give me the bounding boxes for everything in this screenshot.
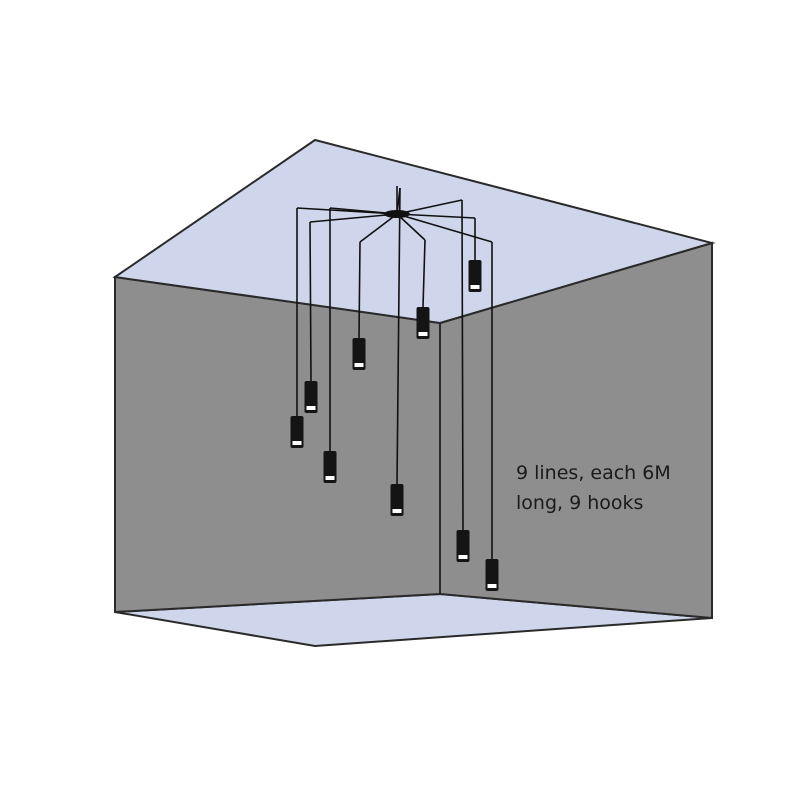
annotation-line-2: long, 9 hooks (516, 492, 644, 514)
lamp-light-icon (418, 332, 428, 336)
pendant-cord (422, 239, 426, 308)
annotation-line-1: 9 lines, each 6M (516, 462, 671, 484)
room-left-wall (114, 275, 441, 614)
pendant-cord (396, 187, 401, 485)
fixture-arm (309, 213, 398, 223)
lamp-light-icon (470, 285, 480, 289)
lamp-light-icon (354, 363, 364, 367)
pendant-lamp-icon (290, 416, 304, 448)
pendant-fixture (290, 186, 499, 591)
annotation-text: 9 lines, each 6M long, 9 hooks (516, 458, 756, 518)
pendant-lamp-icon (485, 559, 499, 591)
lamp-light-icon (392, 509, 402, 513)
pendant-lamp-icon (468, 260, 482, 292)
pendant-lamp-icon (456, 530, 470, 562)
fixture-arm (359, 213, 398, 243)
lamp-light-icon (458, 555, 468, 559)
pendant-cord (358, 241, 361, 339)
fixture-arm (396, 213, 493, 243)
pendant-cord (461, 199, 464, 531)
lamp-light-icon (325, 476, 335, 480)
pendant-lamp-icon (352, 338, 366, 370)
fixture-arm (396, 213, 426, 241)
ceiling-canopy-icon (384, 210, 410, 218)
lamp-light-icon (306, 406, 316, 410)
pendant-lamp-icon (304, 381, 318, 413)
pendant-lamp-icon (323, 451, 337, 483)
fixture-arm (396, 199, 463, 215)
pendant-cord (309, 221, 312, 382)
pendant-lamp-icon (390, 484, 404, 516)
pendant-lamp-icon (416, 307, 430, 339)
lamp-light-icon (292, 441, 302, 445)
lamp-light-icon (487, 584, 497, 588)
